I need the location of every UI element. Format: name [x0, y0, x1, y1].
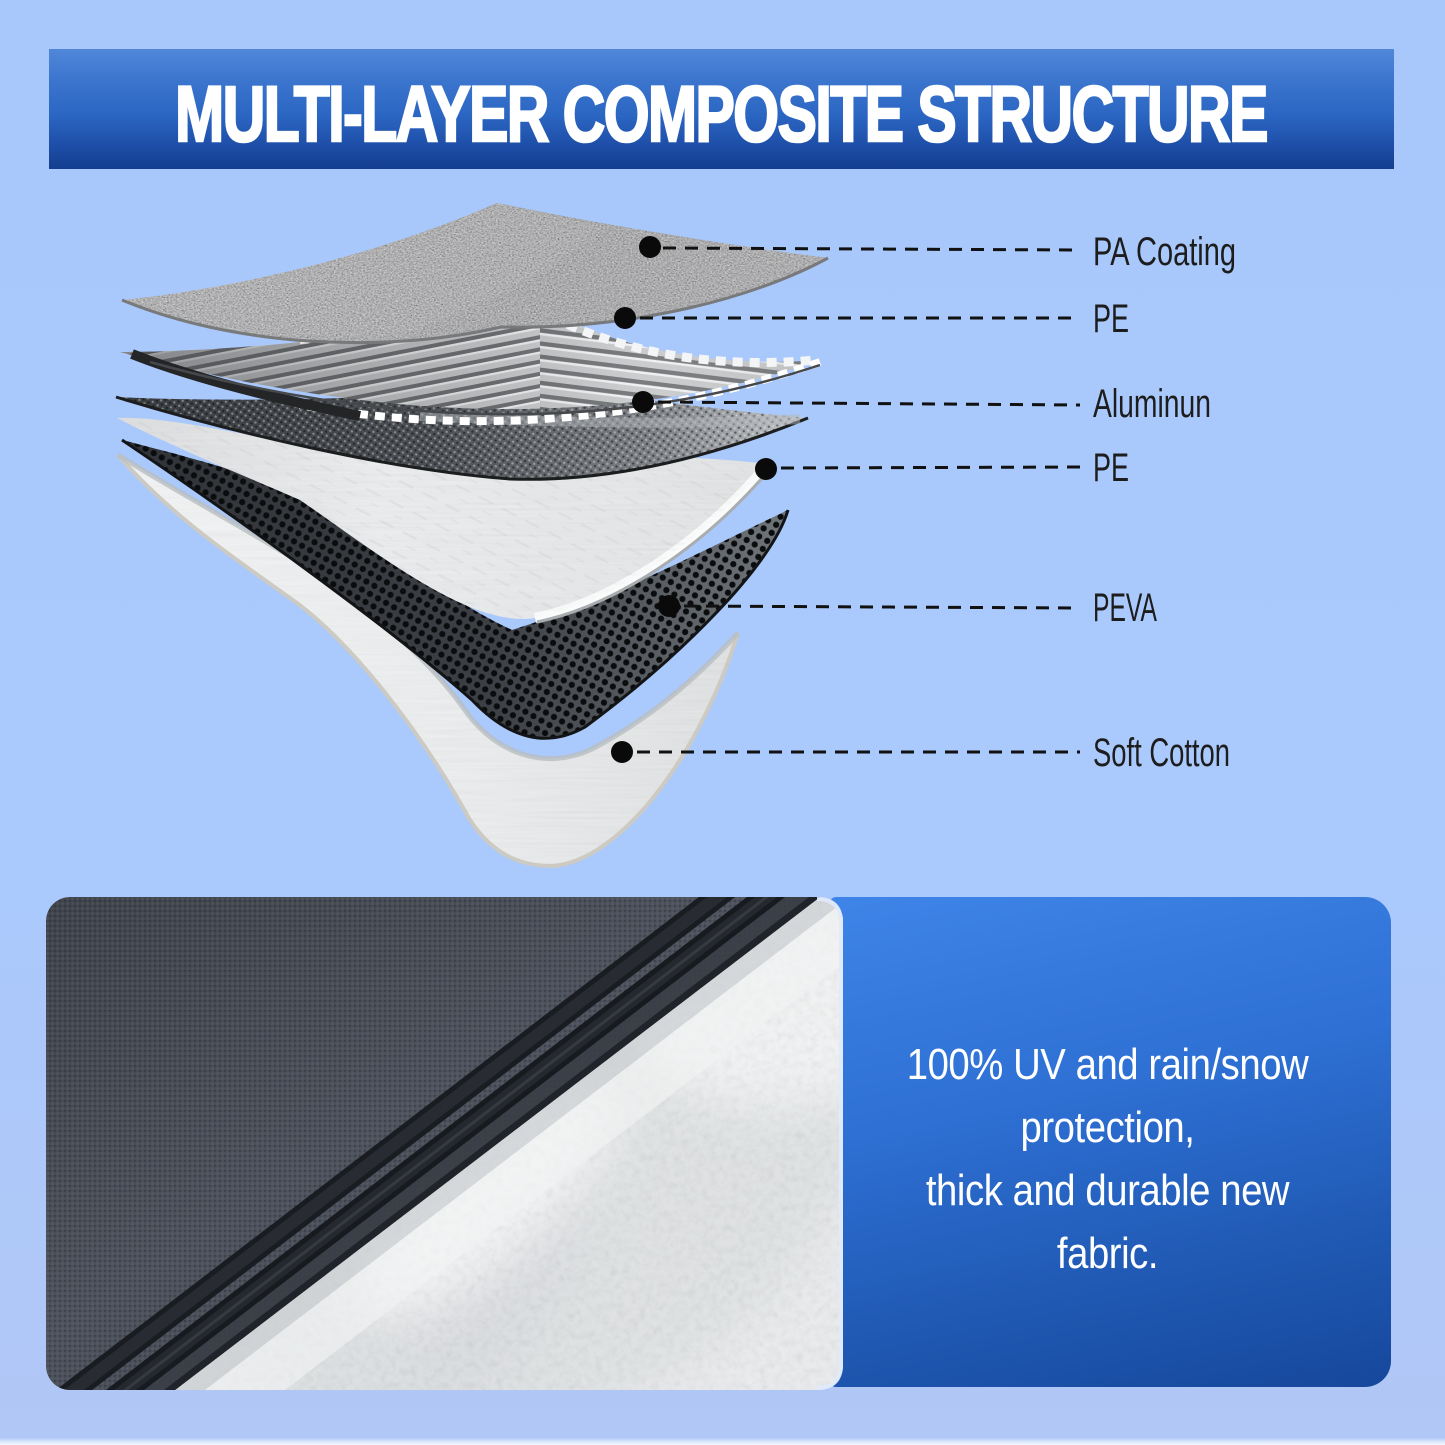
svg-text:PE: PE: [1093, 446, 1129, 490]
svg-text:PEVA: PEVA: [1093, 586, 1157, 630]
svg-text:PE: PE: [1093, 297, 1129, 341]
svg-text:Soft Cotton: Soft Cotton: [1093, 731, 1230, 775]
svg-text:PA Coating: PA Coating: [1093, 230, 1236, 274]
svg-text:Aluminun: Aluminun: [1093, 382, 1211, 426]
